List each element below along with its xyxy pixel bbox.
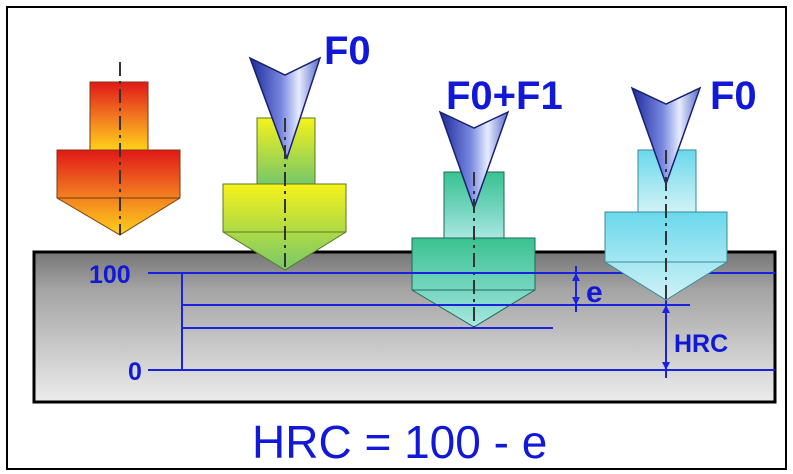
- indenter-unloaded: [56, 62, 181, 236]
- hrc-label: HRC: [674, 330, 728, 358]
- depth-label-e: e: [586, 276, 603, 309]
- diamond-cone-tip: [438, 110, 510, 211]
- load-label-f0-plus-f1: F0+F1: [446, 74, 563, 118]
- hardness-formula: HRC = 100 - e: [252, 416, 547, 468]
- load-label-f0: F0: [324, 29, 371, 73]
- diamond-cone-tip: [630, 86, 702, 187]
- scale-label-0: 0: [128, 358, 142, 386]
- indenter-preliminary-load: [222, 56, 347, 271]
- diamond-cone-tip: [248, 56, 322, 161]
- indenter-after-unload: [604, 86, 728, 301]
- dimension-arrows: [572, 273, 670, 370]
- scale-label-100: 100: [89, 261, 131, 289]
- load-label-f0-after: F0: [710, 74, 757, 118]
